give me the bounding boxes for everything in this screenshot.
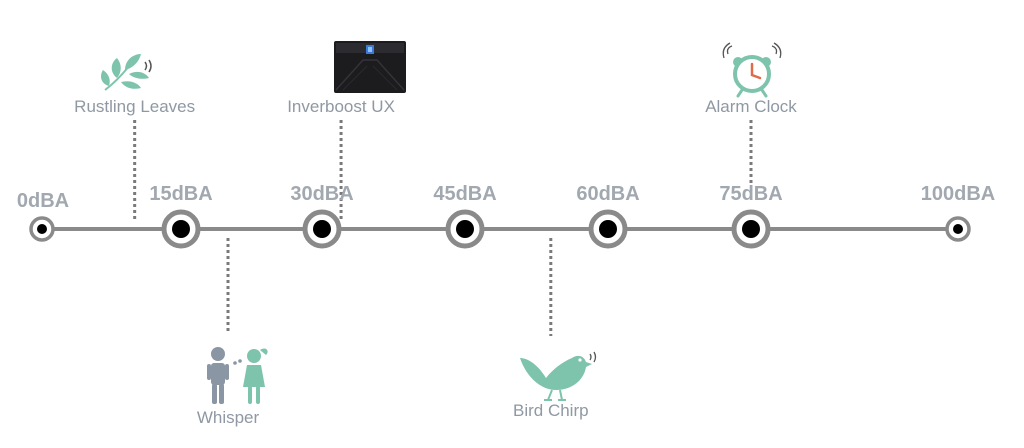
marker-100dba bbox=[945, 216, 971, 242]
tick-label-75dba: 75dBA bbox=[719, 183, 783, 205]
marker-75dba bbox=[731, 209, 771, 249]
alarm-clock-icon bbox=[722, 42, 782, 98]
source-label-inverboost-ux: Inverboost UX bbox=[287, 97, 395, 116]
marker-0dba bbox=[29, 216, 55, 242]
source-label-alarm-clock: Alarm Clock bbox=[705, 97, 797, 116]
marker-45dba bbox=[445, 209, 485, 249]
marker-15dba bbox=[161, 209, 201, 249]
inverter-device-icon bbox=[334, 41, 406, 93]
tick-label-15dba: 15dBA bbox=[149, 183, 213, 205]
leaves-icon bbox=[101, 54, 152, 91]
tick-label-0dba: 0dBA bbox=[16, 190, 70, 212]
tick-label-30dba: 30dBA bbox=[290, 183, 354, 205]
source-label-whisper: Whisper bbox=[196, 408, 260, 427]
connector-lines bbox=[133, 120, 753, 336]
tick-label-45dba: 45dBA bbox=[433, 183, 497, 205]
marker-60dba bbox=[588, 209, 628, 249]
source-label-bird-chirp: Bird Chirp bbox=[513, 401, 589, 420]
tick-label-60dba: 60dBA bbox=[576, 183, 640, 205]
whisper-people-icon bbox=[207, 347, 268, 404]
bird-icon bbox=[520, 351, 597, 401]
scale-markers bbox=[29, 209, 971, 249]
tick-label-100dba: 100dBA bbox=[920, 183, 996, 205]
source-label-rustling-leaves: Rustling Leaves bbox=[74, 97, 196, 116]
marker-30dba bbox=[302, 209, 342, 249]
